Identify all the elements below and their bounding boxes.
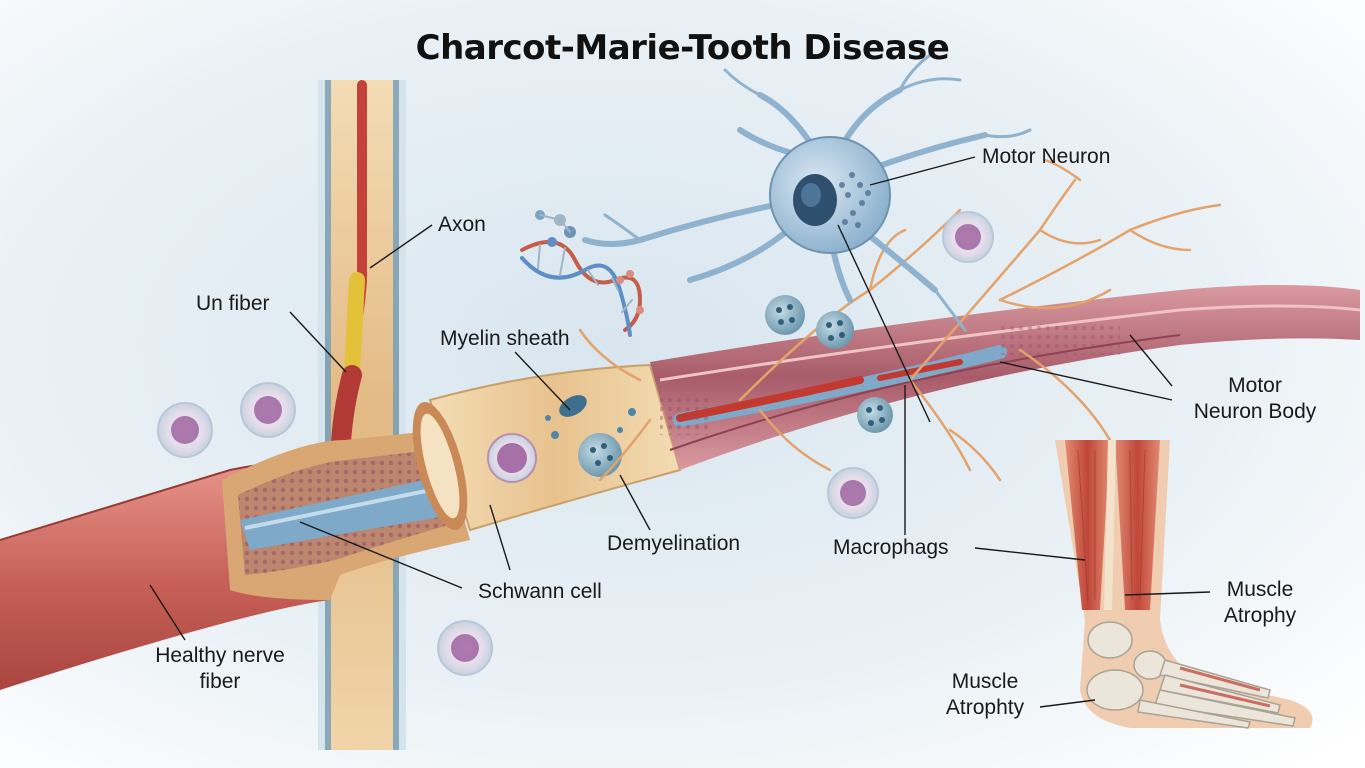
label-schwann-cell: Schwann cell [478,580,602,603]
label-muscle-atrophty: Muscle Atrophty [925,669,1045,721]
un-fiber-segment [344,272,365,383]
label-un-fiber: Un fiber [196,292,270,315]
label-muscle-atrophty-line1: Muscle [951,670,1019,693]
label-healthy-nerve-line1: Healthy nerve [155,644,285,667]
label-motor-neuron-body: Motor Neuron Body [1175,373,1335,425]
myelin-ellipse [559,395,587,417]
label-muscle-atrophy-line1: Muscle [1226,578,1294,601]
label-macrophags: Macrophags [833,536,949,559]
label-demyelination: Demyelination [607,532,741,555]
axon-core [240,470,480,550]
label-motor-neuron: Motor Neuron [982,145,1111,168]
leader-lines [149,156,1211,708]
diagram-title: Charcot-Marie-Tooth Disease [415,28,950,68]
dna-helix [520,210,644,337]
leg-and-foot [1055,440,1313,729]
label-motor-neuron-body-line1: Motor [1228,374,1282,397]
vertical-nerve-fiber [318,80,406,750]
label-healthy-nerve-fiber: Healthy nerve fiber [140,643,300,695]
motor-neuron [582,53,1032,332]
demyelinated-nerve [650,285,1361,470]
label-healthy-nerve-line2: fiber [199,670,241,693]
label-axon: Axon [438,213,486,236]
macrophages [765,295,893,433]
label-muscle-atrophty-line2: Atrophty [945,696,1025,719]
label-motor-neuron-body-line2: Neuron Body [1193,400,1317,423]
floating-cells [157,211,994,676]
label-muscle-atrophy-line2: Atrophy [1223,604,1297,627]
label-myelin-sheath: Myelin sheath [440,327,570,350]
healthy-nerve-fiber [0,430,480,690]
dendrite-branches [578,158,1222,482]
label-muscle-atrophy: Muscle Atrophy [1195,577,1325,629]
